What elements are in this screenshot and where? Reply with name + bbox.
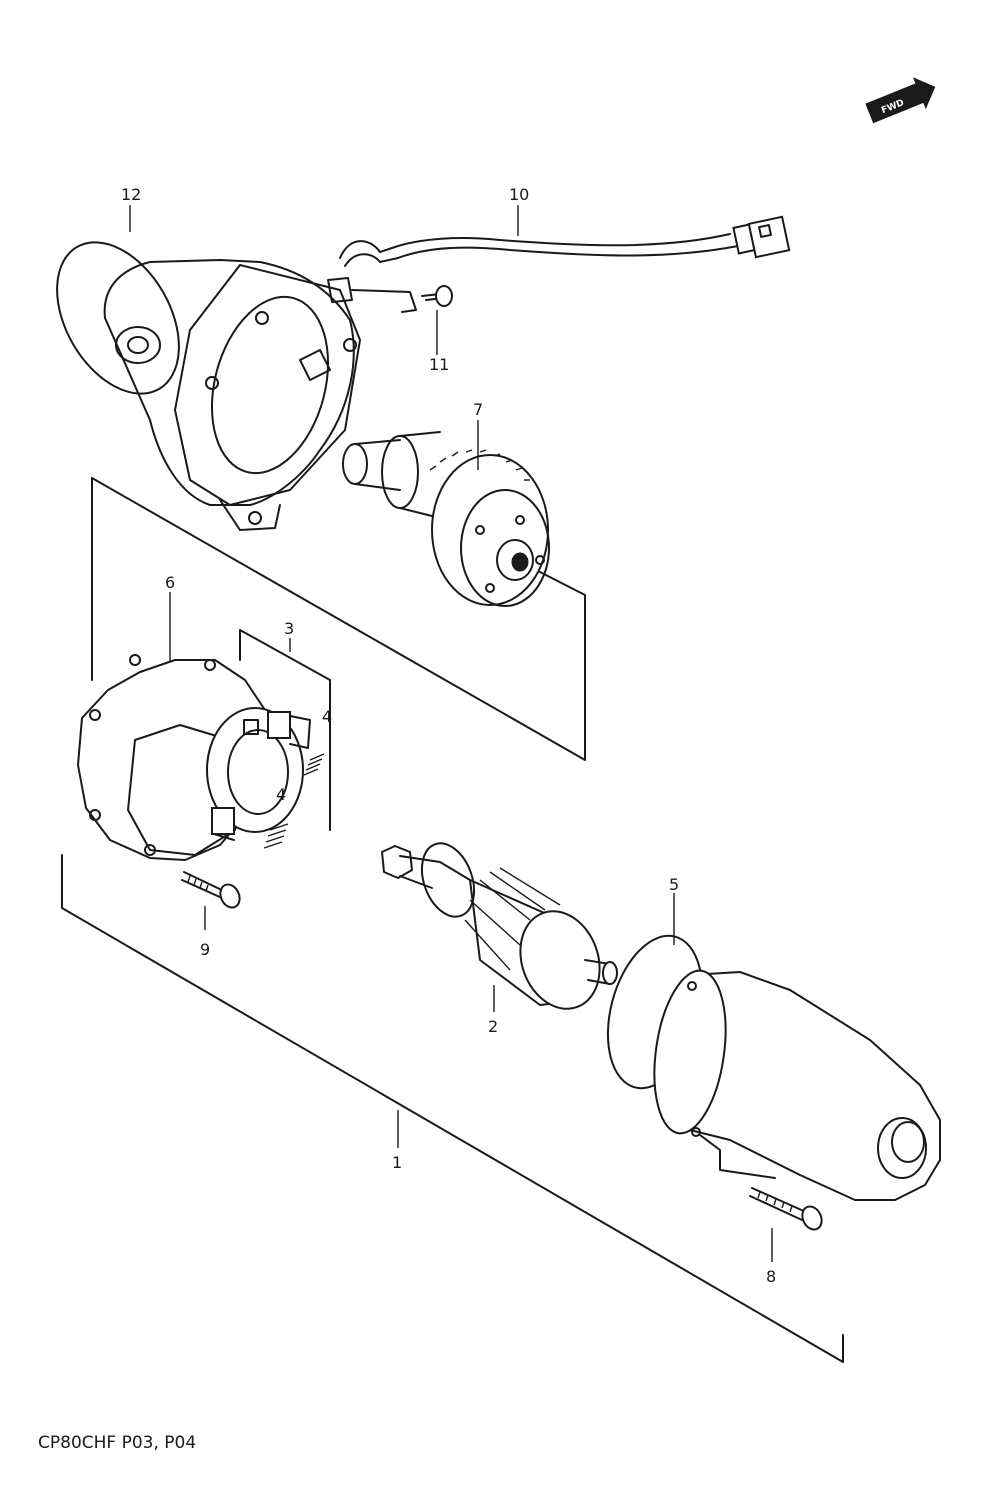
starter-clutch-part [342,431,550,607]
brush-spring-parts [263,753,325,849]
diagram-footer-code: CP80CHF P03, P04 [38,1433,196,1453]
lead-wire-part [327,215,791,313]
callout-8: 8 [766,1267,776,1286]
callout-labels: 12 10 11 7 6 3 4 4 9 2 5 1 8 [121,185,776,1286]
screw-part-9 [181,871,241,909]
screw-part-11 [421,285,453,307]
forward-arrow-icon: FWD [865,77,936,124]
callout-12: 12 [121,185,141,204]
screw-part-8 [749,1187,823,1231]
callout-4-upper: 4 [322,707,332,726]
callout-6: 6 [165,573,175,592]
callout-7: 7 [473,400,483,419]
callout-leaders [129,205,773,1262]
callout-1: 1 [392,1153,402,1172]
callout-3: 3 [284,619,294,638]
armature-part [381,842,618,1010]
callout-2: 2 [488,1017,498,1036]
front-housing-part [56,241,361,531]
motor-yoke-part [653,969,941,1201]
callout-9: 9 [200,940,210,959]
brush-holder-bracket [239,629,331,831]
callout-5: 5 [669,875,679,894]
assembly-bracket-upper [91,477,586,761]
callout-4-lower: 4 [276,785,286,804]
callout-10: 10 [509,185,529,204]
assembly-bracket-lower [61,854,844,1363]
callout-11: 11 [429,355,449,374]
brush-holder-part [206,707,311,841]
